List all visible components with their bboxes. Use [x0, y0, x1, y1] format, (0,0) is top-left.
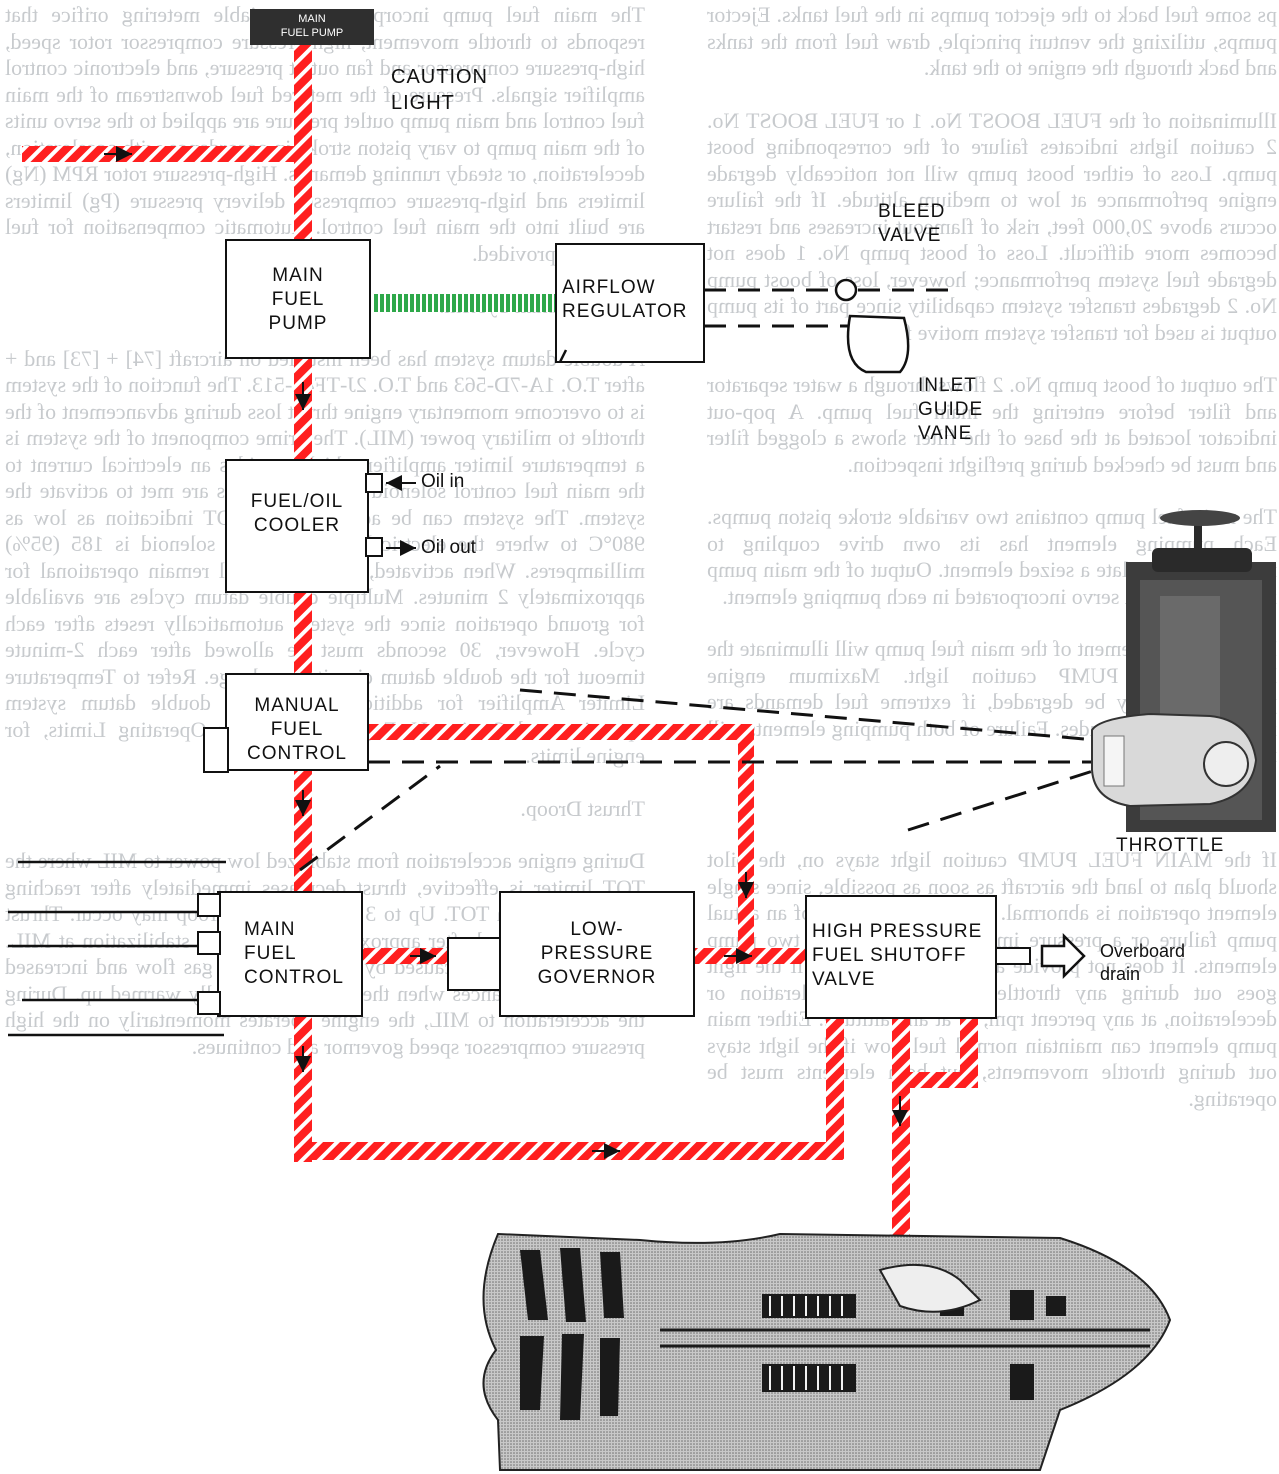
drain-port — [996, 948, 1030, 964]
fuel-line-segment — [294, 44, 312, 162]
fuel-line-segment — [738, 724, 754, 954]
fuel-oil-cooler-label: FUEL/OIL COOLER — [226, 490, 368, 538]
fuel-line-segment — [294, 1016, 312, 1162]
cooler-port-top — [366, 474, 382, 492]
throttle-link — [908, 770, 1096, 830]
manual-fuel-control-label: MANUAL FUEL CONTROL — [226, 694, 368, 766]
throttle-link — [300, 766, 440, 870]
manual-control-stub — [204, 728, 228, 772]
fuel-line-segment — [22, 146, 312, 162]
fuel-line-segment — [826, 1018, 844, 1160]
overboard-drain-arrow — [1042, 936, 1084, 976]
overboard-drain-label: Overboard drain — [1100, 940, 1185, 986]
fuel-lines — [22, 44, 978, 1274]
airflow-signal-line — [372, 294, 556, 312]
main-control-port — [198, 894, 220, 916]
governor-port — [448, 938, 500, 990]
throttle-quadrant — [1092, 510, 1276, 832]
fuel-line-segment — [896, 1072, 978, 1088]
main-control-port — [198, 992, 220, 1014]
main-fuel-pump-label: MAIN FUEL PUMP — [226, 264, 370, 336]
fuel-line-segment — [294, 162, 312, 240]
main-control-port — [198, 932, 220, 954]
low-pressure-governor-label: LOW- PRESSURE GOVERNOR — [500, 918, 694, 990]
throttle-label: THROTTLE — [1116, 834, 1224, 858]
hp-fuel-shutoff-valve-label: HIGH PRESSURE FUEL SHUTOFF VALVE — [812, 920, 982, 992]
bleed-valve-symbol — [836, 280, 856, 300]
fuel-line-segment — [294, 1142, 842, 1160]
fuel-line-segment — [368, 724, 754, 740]
caution-light-label: CAUTION LIGHT — [391, 64, 488, 116]
main-fuel-pump-tag: MAIN FUEL PUMP — [250, 9, 374, 45]
bleed-valve-label: BLEED VALVE — [878, 200, 945, 248]
fuel-line-segment — [294, 770, 312, 892]
cooler-port-bottom — [366, 538, 382, 556]
oil-out-label: Oil out — [421, 536, 476, 560]
engine-cutaway — [483, 1234, 1170, 1470]
oil-in-label: Oil in — [421, 470, 464, 494]
airflow-regulator-label: AIRFLOW REGULATOR — [562, 276, 688, 324]
fuel-line-segment — [294, 592, 312, 674]
inlet-guide-vane-symbol — [848, 316, 908, 372]
main-fuel-control-label: MAIN FUEL CONTROL — [244, 918, 344, 990]
inlet-guide-vane-label: INLET GUIDE VANE — [918, 374, 983, 446]
